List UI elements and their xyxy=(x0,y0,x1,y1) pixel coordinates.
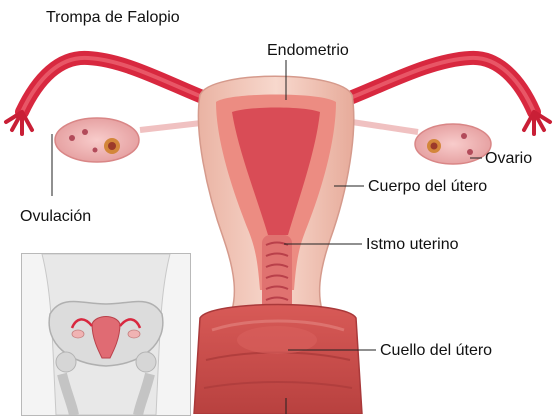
cervical-canal xyxy=(262,235,292,313)
right-ovarian-ligament xyxy=(352,122,418,132)
label-endometrium: Endometrio xyxy=(267,42,349,60)
label-isthmus: Istmo uterino xyxy=(366,236,458,254)
label-ovary: Ovario xyxy=(485,150,532,168)
left-ovary xyxy=(55,118,139,162)
pelvis-inset xyxy=(21,253,191,416)
label-uterus-body: Cuerpo del útero xyxy=(368,178,487,196)
right-fallopian-tube xyxy=(350,58,550,134)
cervix xyxy=(194,305,362,415)
pelvis-inset-illustration xyxy=(22,254,190,415)
label-fallopian-tube: Trompa de Falopio xyxy=(46,9,180,27)
label-cervix: Cuello del útero xyxy=(380,342,492,360)
label-ovulation: Ovulación xyxy=(20,208,91,226)
